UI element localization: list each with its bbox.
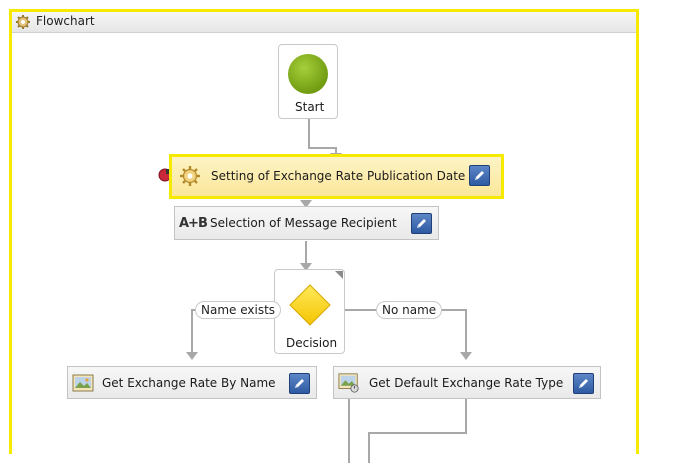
activity-setting-exchange-rate-date[interactable]: Setting of Exchange Rate Publication Dat… [169, 154, 504, 199]
arrow-head [186, 352, 198, 360]
flowchart-header: Flowchart [12, 12, 636, 33]
decision-label: Decision [286, 336, 338, 350]
arrow-head [460, 352, 472, 360]
flowchart-designer: Flowchart [9, 9, 639, 463]
pencil-icon [417, 219, 426, 228]
edit-button[interactable] [469, 165, 490, 186]
connector-start-to-setting [308, 119, 337, 155]
activity-label: Get Default Exchange Rate Type [369, 376, 564, 390]
decision-node[interactable]: Decision [274, 269, 345, 354]
arrow-head [300, 200, 312, 208]
decision-true-label[interactable]: Name exists [195, 301, 282, 319]
decision-corner-marker [335, 271, 343, 279]
image-activity-icon [72, 374, 94, 392]
activity-selection-message-recipient[interactable]: A+B Selection of Message Recipient [174, 206, 439, 240]
activity-label: Selection of Message Recipient [210, 216, 397, 230]
assign-icon: A+B [179, 215, 208, 233]
flowchart-title: Flowchart [36, 14, 95, 28]
pencil-icon [579, 379, 588, 388]
decision-false-label[interactable]: No name [376, 301, 443, 319]
activity-get-default-exchange-rate-type[interactable]: Get Default Exchange Rate Type [333, 366, 601, 399]
connector-default-down [368, 399, 467, 463]
assign-icon-text: A+B [179, 216, 208, 231]
edit-button[interactable] [289, 373, 310, 394]
activity-label: Setting of Exchange Rate Publication Dat… [211, 169, 466, 183]
start-node[interactable]: Start [278, 44, 338, 119]
edit-button[interactable] [411, 213, 432, 234]
flowchart-canvas[interactable]: Start Setting of Exchange Rate Publicati… [12, 33, 636, 463]
decision-diamond-icon [289, 284, 331, 326]
pencil-icon [295, 379, 304, 388]
activity-label: Get Exchange Rate By Name [102, 376, 276, 390]
activity-get-exchange-rate-by-name[interactable]: Get Exchange Rate By Name [67, 366, 317, 399]
start-label: Start [295, 100, 325, 114]
gear-icon [180, 166, 200, 186]
image-activity-icon [338, 373, 359, 393]
edit-button[interactable] [573, 373, 594, 394]
start-circle-icon [288, 54, 328, 94]
gear-icon [16, 15, 30, 29]
pencil-icon [475, 171, 484, 180]
arrow-head [300, 263, 312, 271]
